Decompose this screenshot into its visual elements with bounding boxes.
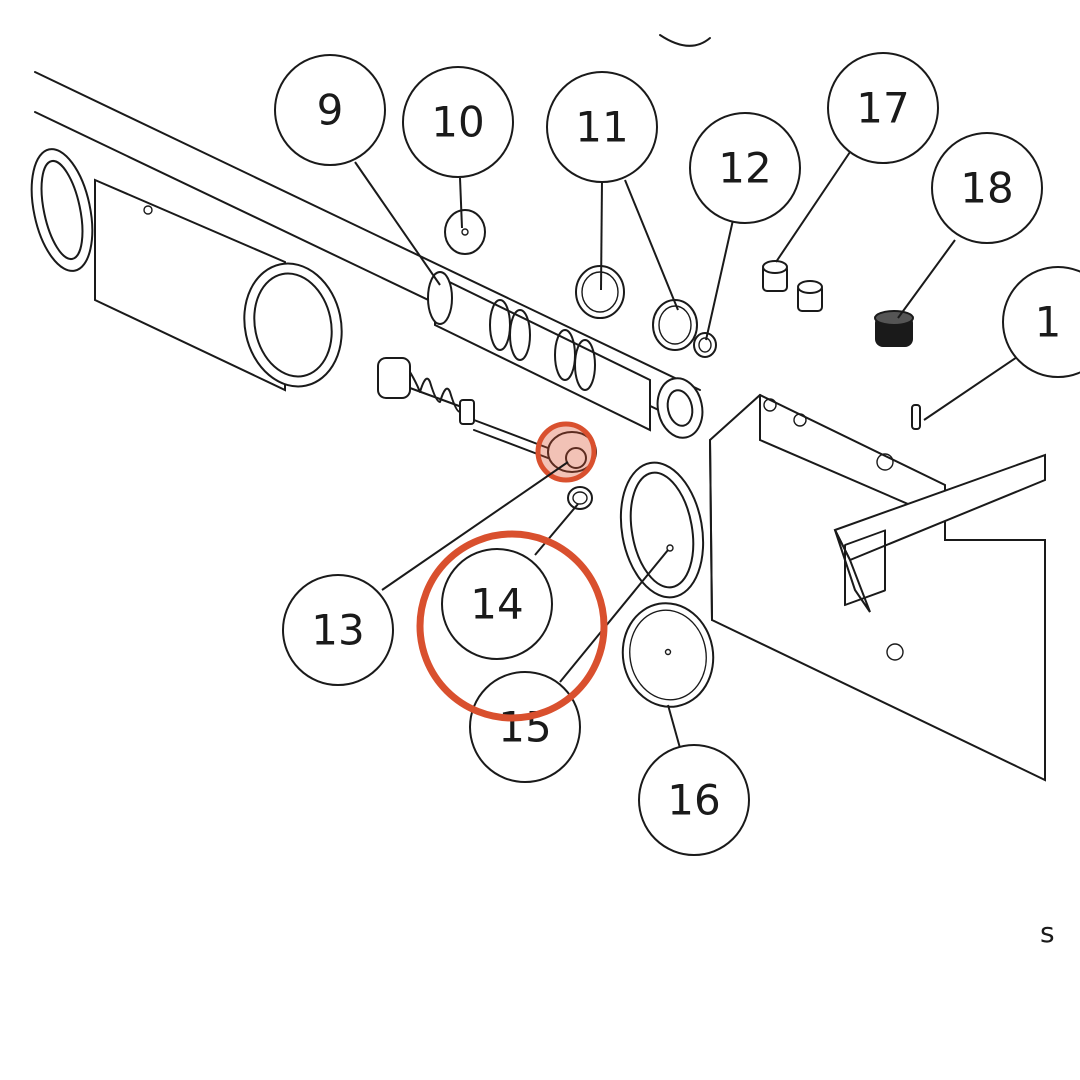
callout-12: 12: [689, 112, 801, 224]
callout-18-label: 18: [960, 164, 1013, 213]
callout-12-label: 12: [718, 144, 771, 193]
callout-9: 9: [274, 54, 386, 166]
cropped-fragment-text: s: [1040, 916, 1055, 949]
callout-14-highlight-ring: [416, 530, 608, 722]
callout-16: 16: [638, 744, 750, 856]
callout-13: 13: [282, 574, 394, 686]
callout-18: 18: [931, 132, 1043, 244]
callout-17-label: 17: [856, 84, 909, 133]
callout-13-label: 13: [311, 606, 364, 655]
part-19-pin: [911, 404, 921, 430]
callout-17: 17: [827, 52, 939, 164]
callout-11-label: 11: [575, 103, 628, 152]
callout-14: 14: [441, 548, 553, 660]
callout-14-label: 14: [470, 580, 523, 629]
part-11-seals: [575, 265, 698, 351]
callout-19-partial: 1: [1002, 266, 1080, 378]
callout-10-label: 10: [431, 98, 484, 147]
valve-spring-stem: [377, 357, 549, 459]
leader-lines: [354, 151, 1021, 749]
part-17-bushings: [762, 260, 823, 312]
part-16-disc: [621, 602, 715, 708]
part-9-piston-rod: [427, 271, 704, 439]
part-12-o-ring: [693, 332, 717, 358]
part-13-fitting-highlighted: [535, 421, 597, 483]
callout-10: 10: [402, 66, 514, 178]
callout-16-label: 16: [667, 776, 720, 825]
callout-9-label: 9: [317, 86, 344, 135]
top-fragment-arc: [659, 34, 711, 47]
barrel-tube-part: [30, 71, 701, 426]
part-10-washer: [444, 209, 486, 255]
part-18-knurled-nut: [874, 310, 914, 347]
part-15-cylinder-head: [619, 461, 705, 599]
receiver-block: [708, 393, 1046, 782]
callout-11: 11: [546, 71, 658, 183]
callout-19-label: 1: [1035, 298, 1062, 347]
callout-15: 15: [469, 671, 581, 783]
part-14-o-ring: [567, 486, 593, 510]
